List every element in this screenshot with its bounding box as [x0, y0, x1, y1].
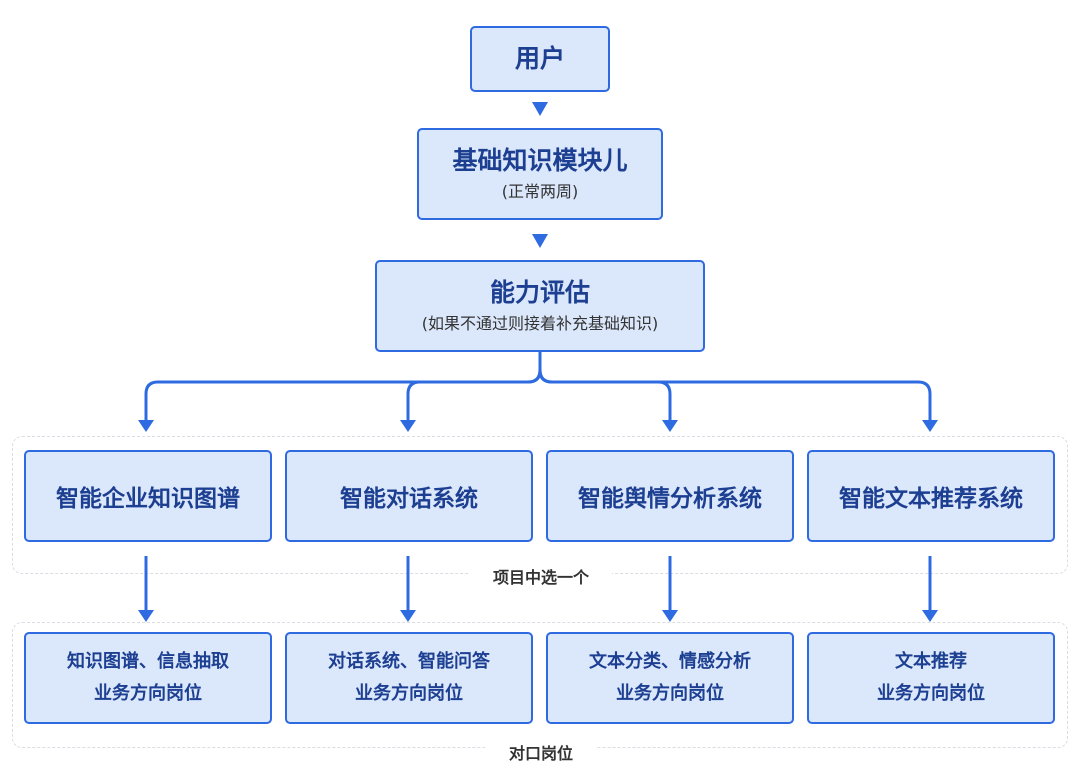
project-node-label: 智能对话系统 — [340, 486, 478, 512]
assessment-title: 能力评估 — [489, 278, 590, 307]
role-node: 知识图谱、信息抽取 业务方向岗位 — [24, 632, 272, 724]
project-to-role-arrowheads — [138, 610, 938, 622]
project-node-label: 智能企业知识图谱 — [56, 486, 240, 512]
roles-group-label: 对口岗位 — [485, 740, 597, 764]
role-node-line2: 业务方向岗位 — [355, 683, 463, 704]
role-node-line2: 业务方向岗位 — [877, 683, 985, 704]
project-node: 智能企业知识图谱 — [24, 450, 272, 542]
user-node-title: 用户 — [514, 44, 565, 73]
project-node-label: 智能文本推荐系统 — [839, 486, 1023, 512]
basic-knowledge-subtitle: (正常两周) — [501, 182, 579, 201]
assessment-subtitle: (如果不通过则接着补充基础知识) — [421, 314, 659, 333]
branch-lines — [144, 352, 932, 424]
role-node: 文本分类、情感分析 业务方向岗位 — [546, 632, 794, 724]
branch-arrowheads — [138, 420, 938, 432]
arrow-user-to-basic — [532, 102, 548, 116]
project-to-role-lines — [144, 556, 932, 612]
role-node-line1: 文本分类、情感分析 — [589, 651, 751, 672]
user-node: 用户 — [470, 26, 610, 92]
role-node-line2: 业务方向岗位 — [94, 683, 202, 704]
role-node: 对话系统、智能问答 业务方向岗位 — [285, 632, 533, 724]
basic-knowledge-node: 基础知识模块儿 (正常两周) — [417, 128, 663, 220]
project-node: 智能对话系统 — [285, 450, 533, 542]
projects-group-label: 项目中选一个 — [470, 564, 612, 588]
basic-knowledge-title: 基础知识模块儿 — [452, 146, 628, 175]
arrow-basic-to-assess — [532, 234, 548, 248]
role-node: 文本推荐 业务方向岗位 — [807, 632, 1055, 724]
role-node-line1: 知识图谱、信息抽取 — [67, 651, 229, 672]
project-node: 智能文本推荐系统 — [807, 450, 1055, 542]
role-node-line1: 文本推荐 — [895, 651, 967, 672]
assessment-node: 能力评估 (如果不通过则接着补充基础知识) — [375, 260, 705, 352]
role-node-line2: 业务方向岗位 — [616, 683, 724, 704]
role-node-line1: 对话系统、智能问答 — [328, 651, 490, 672]
project-node-label: 智能舆情分析系统 — [578, 486, 762, 512]
project-node: 智能舆情分析系统 — [546, 450, 794, 542]
